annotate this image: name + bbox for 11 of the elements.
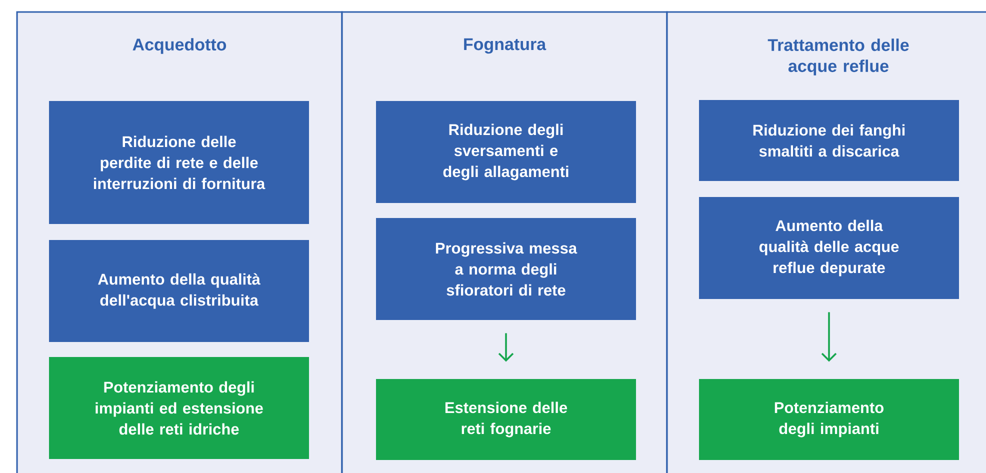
process-box: Estensione delle reti fognarie	[376, 379, 636, 460]
process-box: Aumento della qualità dell'acqua clistribuita	[49, 240, 309, 342]
process-box: Riduzione dei fanghi smaltiti a discarica	[699, 100, 959, 181]
arrow	[498, 333, 514, 362]
process-box: Aumento della qualità delle acque reflue depurate	[699, 197, 959, 299]
process-box: Progressiva messa a norma degli sfioratori di rete	[376, 218, 636, 320]
process-box: Riduzione delle perdite di rete e delle interruzioni di fornitura	[49, 101, 309, 224]
process-box: Potenziamento degli impianti	[699, 379, 959, 460]
process-box: Potenziamento degli impianti ed estensione delle reti idriche	[49, 357, 309, 459]
process-box: Riduzione degli sversamenti e degli allagamenti	[376, 101, 636, 203]
arrow	[821, 312, 837, 362]
